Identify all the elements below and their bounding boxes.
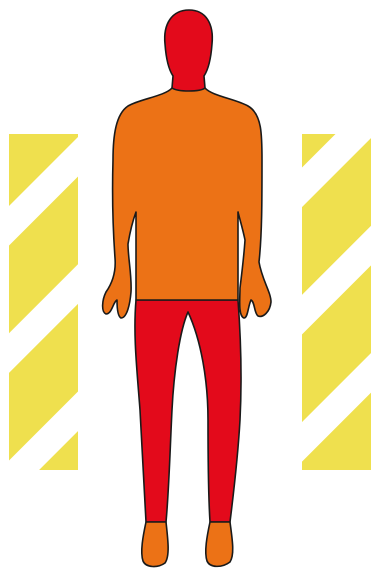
head — [165, 10, 213, 91]
legs — [135, 300, 241, 522]
torso-and-arms — [103, 88, 271, 318]
left-stripe-panel — [9, 134, 78, 470]
right-foot — [206, 522, 233, 566]
human-silhouette-icon — [103, 10, 271, 567]
right-stripe-panel — [302, 134, 371, 470]
left-foot — [142, 522, 168, 567]
